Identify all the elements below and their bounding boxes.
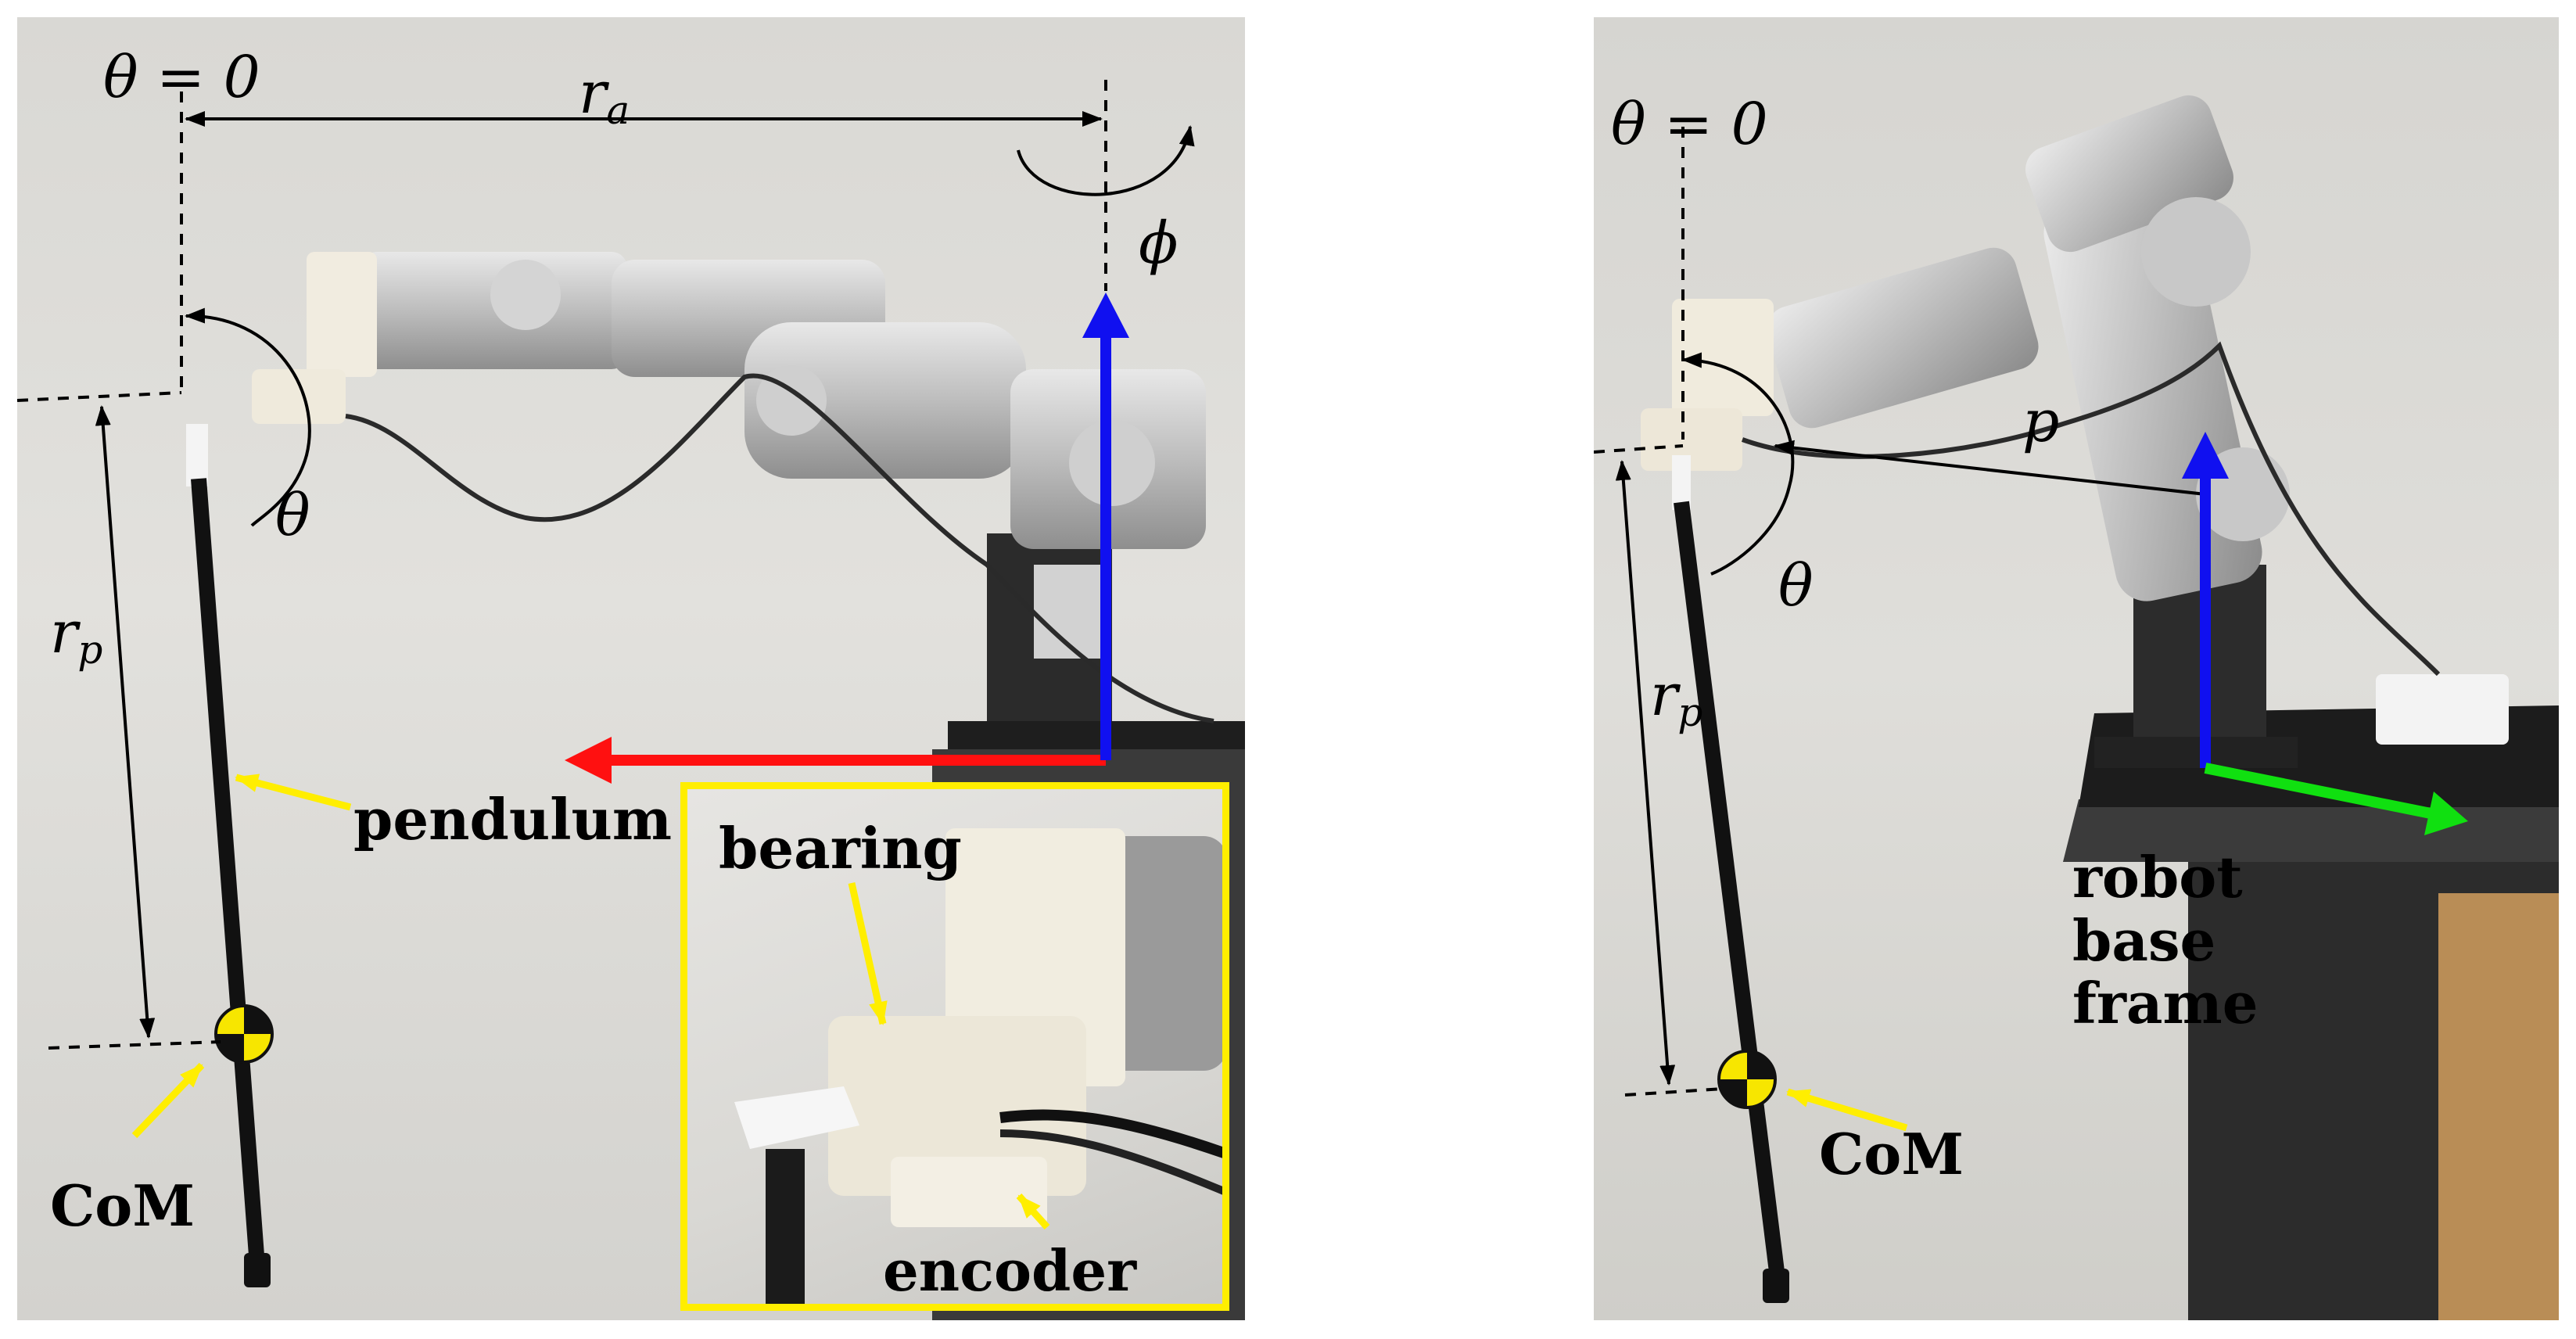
left-theta-label: θ (275, 482, 310, 549)
left-theta-zero-label: θ = 0 (103, 44, 260, 111)
right-com-label: CoM (1819, 1121, 1964, 1187)
right-p-label: p (2022, 388, 2060, 455)
right-theta-label: θ (1778, 552, 1814, 619)
left-phi-label: ϕ (1139, 210, 1179, 277)
inset-drawing (734, 828, 1222, 1304)
pendulum-rod-left (186, 424, 271, 1287)
robot-arm-left (252, 252, 1206, 549)
pendulum-rod-right (1672, 455, 1789, 1303)
cable-left (345, 373, 1214, 723)
left-photo-panel: θ = 0 ra ϕ θ rp pendulum CoM bearing enc… (17, 17, 1245, 1320)
pendulum-label: pendulum (353, 786, 673, 853)
encoder-label: encoder (883, 1237, 1137, 1304)
left-ra-label: ra (579, 59, 630, 133)
bearing-encoder-inset: bearing encoder (680, 782, 1229, 1311)
robot-base-frame-label: robot base frame (2072, 844, 2258, 1037)
com-marker-right (1717, 1050, 1777, 1109)
right-rp-label: rp (1650, 662, 1703, 735)
left-rp-label: rp (50, 599, 103, 673)
bearing-label: bearing (719, 815, 962, 881)
x-axis-green-right (2204, 763, 2448, 822)
right-scene-drawing (1594, 95, 2559, 1320)
right-photo-panel: θ = 0 p θ rp robot base frame CoM (1594, 17, 2559, 1320)
com-marker-left (214, 1004, 274, 1064)
right-theta-zero-label: θ = 0 (1611, 91, 1768, 158)
left-com-label: CoM (50, 1172, 196, 1239)
robot-right (1641, 95, 2509, 768)
